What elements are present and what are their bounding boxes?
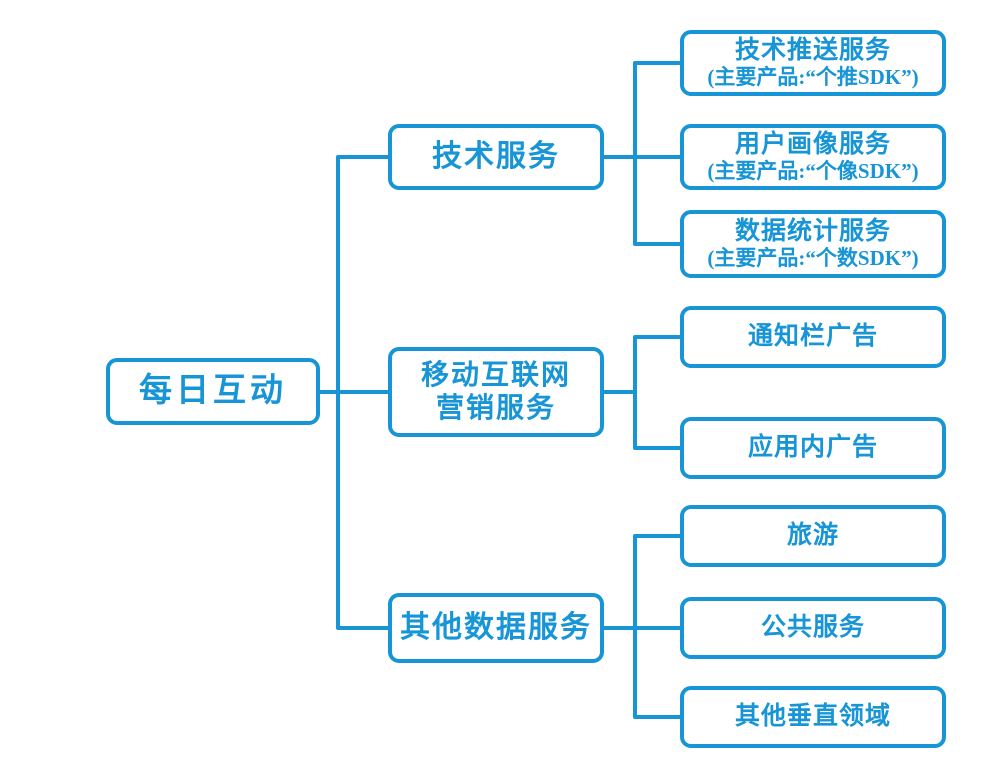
connector-trunk	[336, 155, 388, 630]
node-child-subtitle: (主要产品:“个推SDK”)	[707, 65, 919, 90]
node-child-travel: 旅游	[680, 505, 946, 567]
node-child-title: 技术推送服务	[734, 36, 891, 64]
node-root-company: 每日互动	[106, 358, 320, 425]
node-root-label: 每日互动	[139, 373, 287, 410]
node-child-subtitle: (主要产品:“个数SDK”)	[707, 246, 919, 271]
node-child-other-vertical-fields: 其他垂直领域	[680, 686, 946, 748]
node-child-notification-bar-ads: 通知栏广告	[680, 306, 946, 368]
node-branch-label: 技术服务	[432, 140, 560, 174]
node-branch-label: 其他数据服务	[400, 611, 592, 645]
node-child-push-service: 技术推送服务 (主要产品:“个推SDK”)	[680, 30, 946, 96]
node-child-subtitle: (主要产品:“个像SDK”)	[707, 159, 919, 184]
node-branch-other-data-services: 其他数据服务	[388, 593, 604, 663]
node-child-title: 应用内广告	[747, 434, 878, 462]
node-child-title: 公共服务	[760, 614, 865, 642]
node-child-title: 其他垂直领域	[734, 703, 891, 731]
connector-branch2-rail	[633, 335, 680, 450]
node-child-title: 用户画像服务	[734, 130, 891, 158]
node-branch-mobile-internet-marketing: 移动互联网 营销服务	[388, 347, 604, 437]
node-branch-technical-services: 技术服务	[388, 124, 604, 190]
connector-branch3-rail	[633, 534, 680, 719]
node-child-title: 通知栏广告	[747, 323, 878, 351]
node-child-title: 数据统计服务	[734, 217, 891, 245]
node-child-title: 旅游	[786, 522, 839, 550]
node-child-user-profile-service: 用户画像服务 (主要产品:“个像SDK”)	[680, 124, 946, 190]
node-branch-label-line2: 营销服务	[435, 393, 556, 424]
connector-branch1-rail	[633, 61, 680, 246]
node-branch-label-line1: 移动互联网	[420, 359, 571, 391]
node-child-public-services: 公共服务	[680, 597, 946, 659]
node-child-in-app-ads: 应用内广告	[680, 417, 946, 479]
node-child-data-statistics-service: 数据统计服务 (主要产品:“个数SDK”)	[680, 210, 946, 278]
